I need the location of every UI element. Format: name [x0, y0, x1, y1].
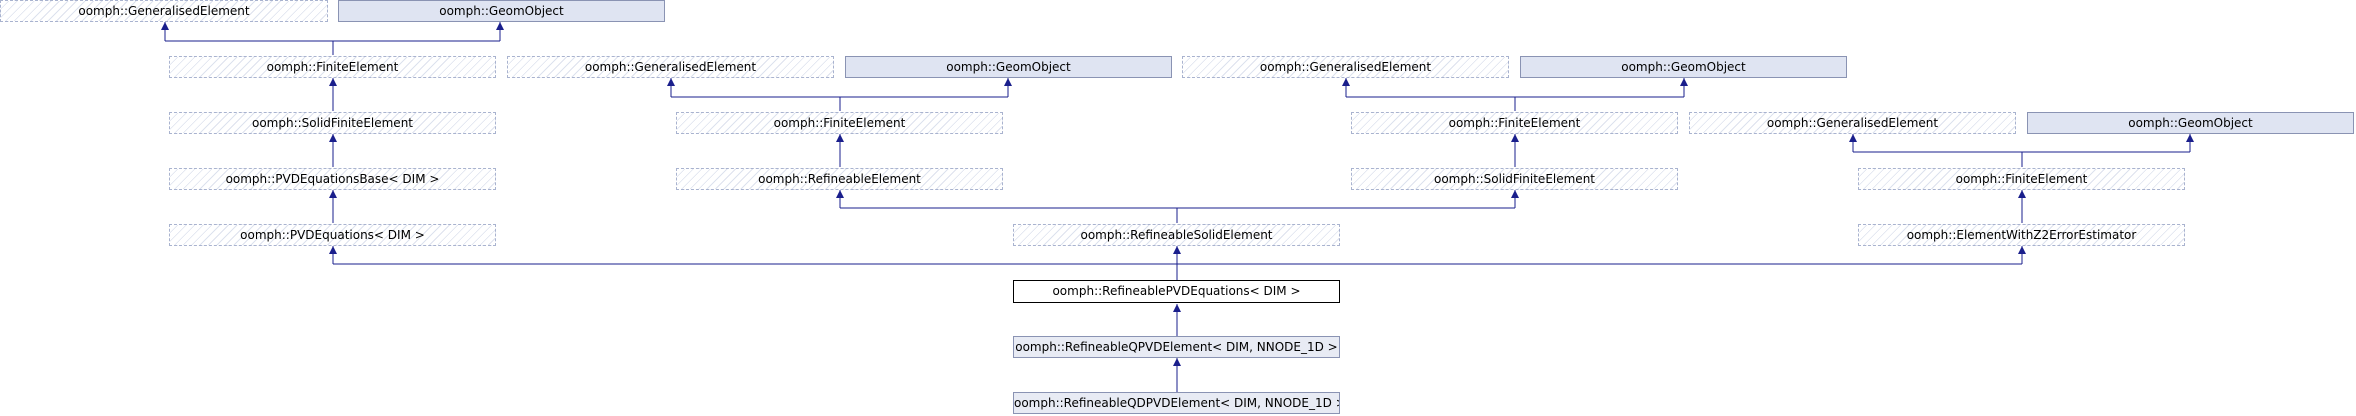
node-finite-element-left[interactable]: oomph::FiniteElement [169, 56, 496, 78]
node-generalised-element-mid[interactable]: oomph::GeneralisedElement [507, 56, 834, 78]
edge-fe-right-parents [1345, 78, 1685, 111]
node-finite-element-far[interactable]: oomph::FiniteElement [1858, 168, 2185, 190]
node-refineable-pvd-equations[interactable]: oomph::RefineablePVDEquations< DIM > [1013, 280, 1340, 303]
node-solid-finite-element-left[interactable]: oomph::SolidFiniteElement [169, 112, 496, 134]
node-geom-object-mid[interactable]: oomph::GeomObject [845, 56, 1172, 78]
node-geom-object-far[interactable]: oomph::GeomObject [2027, 112, 2354, 134]
node-geom-object-top[interactable]: oomph::GeomObject [338, 0, 665, 22]
node-refineable-element[interactable]: oomph::RefineableElement [676, 168, 1003, 190]
node-refineable-solid-element[interactable]: oomph::RefineableSolidElement [1013, 224, 1340, 246]
node-refineable-qd-pvd-element[interactable]: oomph::RefineableQDPVDElement< DIM, NNOD… [1013, 392, 1340, 414]
edge-refpvd-parents [332, 246, 2023, 280]
edge-fe-mid-parents [670, 78, 1009, 111]
node-geom-object-right[interactable]: oomph::GeomObject [1520, 56, 1847, 78]
node-refineable-q-pvd-element[interactable]: oomph::RefineableQPVDElement< DIM, NNODE… [1013, 336, 1340, 358]
node-pvd-equations-base[interactable]: oomph::PVDEquationsBase< DIM > [169, 168, 496, 190]
node-generalised-element-far[interactable]: oomph::GeneralisedElement [1689, 112, 2016, 134]
node-generalised-element-right[interactable]: oomph::GeneralisedElement [1182, 56, 1509, 78]
node-finite-element-mid[interactable]: oomph::FiniteElement [676, 112, 1003, 134]
node-element-with-z2-error-estimator[interactable]: oomph::ElementWithZ2ErrorEstimator [1858, 224, 2185, 246]
node-finite-element-right[interactable]: oomph::FiniteElement [1351, 112, 1678, 134]
edge-fe-left-parents [164, 22, 501, 55]
node-pvd-equations[interactable]: oomph::PVDEquations< DIM > [169, 224, 496, 246]
edge-fe-far-parents [1852, 134, 2191, 167]
edge-refsolid-parents [839, 190, 1516, 223]
node-solid-finite-element-right[interactable]: oomph::SolidFiniteElement [1351, 168, 1678, 190]
node-generalised-element-top[interactable]: oomph::GeneralisedElement [0, 0, 328, 22]
